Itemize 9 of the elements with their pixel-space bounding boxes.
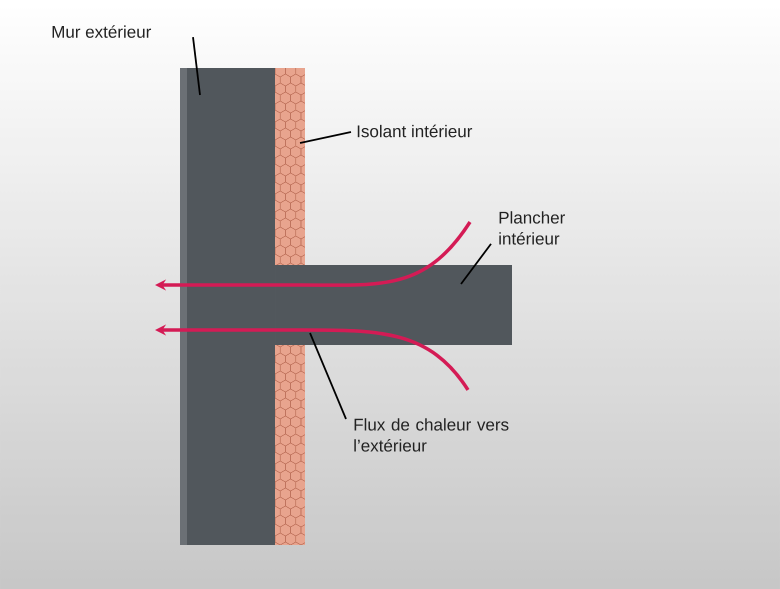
label-text: Plancher intérieur bbox=[499, 211, 565, 245]
leader-line bbox=[300, 131, 352, 144]
label-text: Flux de chaleur vers l’extérieur bbox=[354, 418, 508, 452]
label-text: Isolant intérieur bbox=[358, 124, 472, 138]
leader-line bbox=[309, 332, 347, 420]
leader-line bbox=[192, 36, 201, 96]
label-text: Mur extérieur bbox=[52, 25, 152, 38]
floor-slab bbox=[275, 265, 512, 345]
leader-line bbox=[460, 243, 492, 285]
